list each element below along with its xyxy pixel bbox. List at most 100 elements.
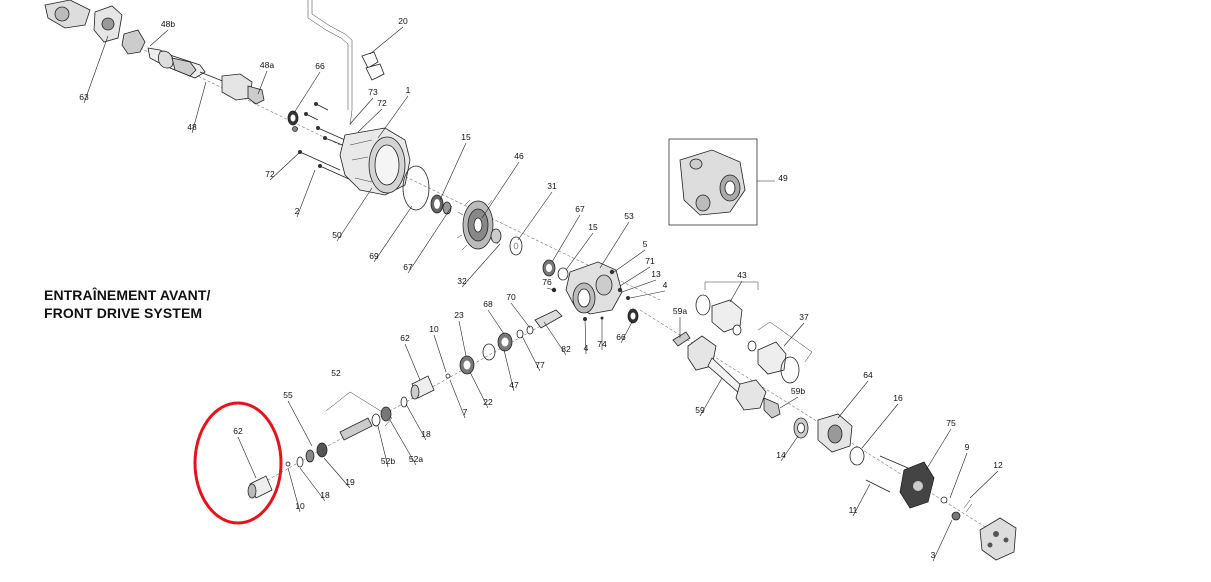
- leader-line-63: [83, 35, 109, 104]
- callout-label-13: 13: [651, 269, 661, 279]
- callout-label-14: 14: [776, 450, 786, 460]
- title-line-2: FRONT DRIVE SYSTEM: [44, 305, 203, 321]
- leader-line-5: [613, 249, 646, 273]
- callout-label-22: 22: [483, 397, 493, 407]
- callout-label-71: 71: [645, 256, 655, 266]
- leader-line-46: [481, 161, 520, 219]
- callout-label-82: 82: [561, 344, 571, 354]
- leader-line-1: [377, 95, 409, 139]
- callout-label-43: 43: [737, 270, 747, 280]
- callout-label-15a: 15: [461, 132, 471, 142]
- callout-label-69: 69: [369, 251, 379, 261]
- leader-line-67a: [407, 205, 453, 274]
- leader-line-50: [336, 187, 373, 242]
- shaft-52: [325, 391, 393, 441]
- leader-line-19: [323, 457, 351, 489]
- leader-line-69: [373, 205, 413, 263]
- leader-line-4a: [629, 290, 666, 299]
- callout-label-72a: 72: [377, 98, 387, 108]
- callout-label-52b: 52b: [381, 456, 395, 466]
- o-ring-69: [402, 165, 430, 211]
- callout-label-67a: 67: [403, 262, 413, 272]
- leader-line-75: [925, 428, 952, 471]
- leader-line-53: [599, 221, 630, 269]
- callout-label-31: 31: [547, 181, 557, 191]
- leader-line-22: [469, 371, 489, 409]
- leader-line-10b: [287, 467, 301, 513]
- callout-label-20: 20: [398, 16, 408, 26]
- coupler-55: [285, 442, 328, 468]
- callout-label-12: 12: [993, 460, 1003, 470]
- leader-line-67b: [551, 214, 581, 263]
- callout-label-68: 68: [483, 299, 493, 309]
- callout-label-15b: 15: [588, 222, 598, 232]
- leader-line-47: [503, 349, 515, 392]
- axle-48: [147, 47, 265, 105]
- callout-labels: 6348b48a48662073721722501546696731326715…: [79, 16, 1003, 560]
- callout-label-1: 1: [406, 85, 411, 95]
- callout-label-70: 70: [506, 292, 516, 302]
- callout-label-48b: 48b: [161, 19, 175, 29]
- leader-line-18b: [299, 467, 326, 502]
- callout-label-55: 55: [283, 390, 293, 400]
- axle-59: [672, 331, 781, 419]
- callout-label-10a: 10: [429, 324, 439, 334]
- callout-label-3: 3: [931, 550, 936, 560]
- leader-line-9: [949, 452, 968, 499]
- callout-label-11: 11: [849, 505, 858, 515]
- leader-line-72b: [269, 151, 301, 181]
- leader-line-48a: [257, 70, 268, 95]
- callout-label-9: 9: [965, 442, 970, 452]
- callout-label-76: 76: [542, 277, 552, 287]
- title-line-1: ENTRAÎNEMENT AVANT/: [44, 287, 211, 303]
- knuckle-assembly-top-left: [44, 0, 146, 55]
- callout-label-52: 52: [331, 368, 341, 378]
- leader-line-32: [461, 243, 501, 288]
- callout-label-77: 77: [535, 360, 545, 370]
- callout-label-10b: 10: [295, 501, 305, 511]
- callout-label-48a: 48a: [260, 60, 274, 70]
- leader-line-48b: [149, 29, 169, 47]
- leader-line-55: [287, 400, 313, 447]
- leader-line-14: [780, 435, 799, 462]
- leader-line-70: [510, 302, 531, 329]
- callout-label-46: 46: [514, 151, 524, 161]
- bearing-15-upper: [430, 194, 452, 215]
- leader-line-76: [546, 287, 555, 291]
- leader-line-82: [543, 321, 567, 356]
- callout-label-66a: 66: [315, 61, 325, 71]
- leader-line-20: [369, 26, 404, 55]
- right-axis-line: [639, 309, 991, 531]
- callout-label-23: 23: [454, 310, 464, 320]
- callout-label-52a: 52a: [409, 454, 423, 464]
- callout-label-19: 19: [345, 477, 355, 487]
- callout-label-5: 5: [643, 239, 648, 249]
- seal-66-right: [627, 308, 639, 324]
- leader-line-3: [932, 519, 953, 562]
- vent-tube: [307, 0, 385, 126]
- leader-line-52a: [389, 419, 417, 466]
- callout-label-53: 53: [624, 211, 634, 221]
- callout-label-59b: 59b: [791, 386, 805, 396]
- knuckle-64: [793, 413, 865, 466]
- leader-line-66b: [620, 321, 633, 344]
- leader-line-7: [449, 379, 466, 419]
- callout-label-59a: 59a: [673, 306, 687, 316]
- leader-line-31: [517, 191, 553, 241]
- leader-line-62b: [237, 436, 257, 479]
- callout-label-64: 64: [863, 370, 873, 380]
- callout-label-32: 32: [457, 276, 467, 286]
- sleeve-62-highlighted: [247, 475, 273, 499]
- leader-line-18a: [405, 403, 427, 441]
- callout-label-67b: 67: [575, 204, 585, 214]
- leader-line-77: [521, 335, 541, 372]
- leader-line-73: [349, 97, 374, 125]
- ring-gear-46: [456, 199, 502, 251]
- callout-label-18a: 18: [421, 429, 431, 439]
- leader-line-16: [861, 403, 899, 449]
- leader-line-12: [969, 470, 999, 499]
- leader-line-71: [619, 266, 651, 287]
- callout-label-74: 74: [597, 339, 607, 349]
